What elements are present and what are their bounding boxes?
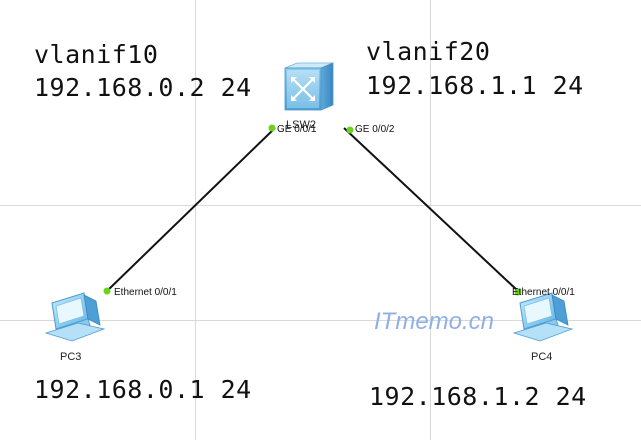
pc3-port-label: Ethernet 0/0/1 (114, 287, 177, 298)
port-up-indicator (514, 288, 522, 296)
link-switch-pc3[interactable] (106, 127, 276, 292)
port-up-indicator (268, 124, 276, 132)
vlanif-left-address: 192.168.0.2 24 (34, 73, 252, 102)
switch-port-right-label: GE 0/0/2 (355, 124, 395, 135)
link-switch-pc4[interactable] (343, 127, 519, 292)
pc3-device[interactable] (44, 289, 108, 343)
pc4-name-label: PC4 (531, 351, 553, 363)
vlanif-right-name: vlanif20 (366, 37, 491, 66)
grid-line (430, 0, 431, 440)
pc4-address: 192.168.1.2 24 (369, 382, 587, 411)
switch-port-left-label: GE 0/0/1 (277, 124, 317, 135)
pc4-port-label: Ethernet 0/0/1 (512, 287, 575, 298)
pc-icon (44, 292, 106, 342)
grid-line (0, 320, 641, 321)
pc-icon (512, 292, 574, 342)
port-up-indicator (346, 126, 354, 134)
port-up-indicator (103, 287, 111, 295)
l3-switch-icon (284, 62, 334, 111)
watermark-text: ITmemo.cn (374, 308, 495, 335)
pc4-device[interactable] (512, 289, 576, 343)
vlanif-right-address: 192.168.1.1 24 (366, 71, 584, 100)
grid-line (195, 0, 196, 440)
grid-line (0, 205, 641, 206)
pc3-name-label: PC3 (60, 351, 82, 363)
switch-name-label: LSW2 (286, 119, 316, 131)
vlanif-left-name: vlanif10 (34, 40, 159, 69)
switch-device[interactable] (283, 62, 335, 112)
pc3-address: 192.168.0.1 24 (34, 375, 252, 404)
